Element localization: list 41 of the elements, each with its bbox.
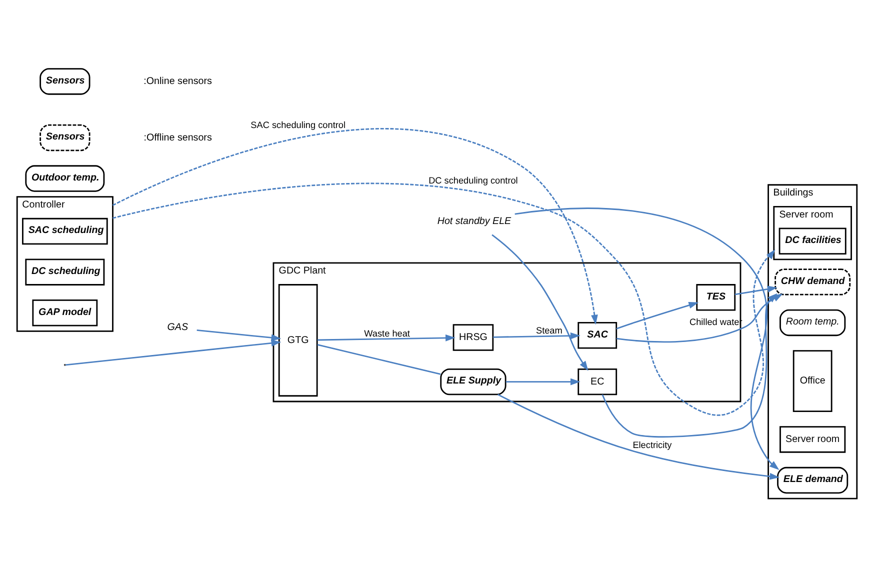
arrow xyxy=(616,302,699,330)
node-box: Server room xyxy=(780,426,846,453)
edge-label: Steam xyxy=(536,326,562,336)
node-box: SAC scheduling xyxy=(22,218,108,245)
node-text: Hot standby ELE xyxy=(437,216,512,228)
edge-label: Electricity xyxy=(632,440,672,450)
node-box: Office xyxy=(792,350,832,412)
node-box: Sensors xyxy=(40,68,90,95)
arrow xyxy=(493,332,580,340)
legend-label: :Offline sensors xyxy=(144,132,212,144)
node-box: EC xyxy=(578,368,618,396)
node-text: GAS xyxy=(167,322,188,334)
edge-label: DC scheduling control xyxy=(428,176,518,186)
node-box: Sensors xyxy=(40,124,90,152)
arrow xyxy=(492,234,588,371)
node-box: HRSG xyxy=(452,324,494,351)
node-box: DC facilities xyxy=(778,228,846,254)
node-box: TES xyxy=(696,284,736,311)
arrow xyxy=(112,182,776,416)
node-box: ELE demand xyxy=(777,466,848,494)
edge-label: Waste heat xyxy=(364,328,410,338)
arrow xyxy=(498,394,780,480)
arrow xyxy=(66,334,282,366)
node-box: DC scheduling xyxy=(25,258,105,286)
arrow xyxy=(734,286,778,296)
arrow xyxy=(196,330,282,346)
node-box: ELE Supply xyxy=(440,368,506,396)
arrow xyxy=(112,128,598,325)
arrow xyxy=(602,293,778,438)
node-box: GTG xyxy=(278,284,318,397)
legend-label: :Online sensors xyxy=(144,76,212,88)
edge-label: SAC scheduling control xyxy=(250,120,346,130)
arrow xyxy=(506,378,580,386)
arrow xyxy=(514,208,780,470)
node-box: Outdoor temp. xyxy=(25,165,105,192)
node-box: Room temp. xyxy=(780,309,846,336)
arrow xyxy=(317,334,456,342)
connector xyxy=(317,344,441,375)
node-box: CHW demand xyxy=(774,268,851,296)
node-box: SAC xyxy=(578,322,618,349)
node-box: GAP model xyxy=(32,300,98,326)
